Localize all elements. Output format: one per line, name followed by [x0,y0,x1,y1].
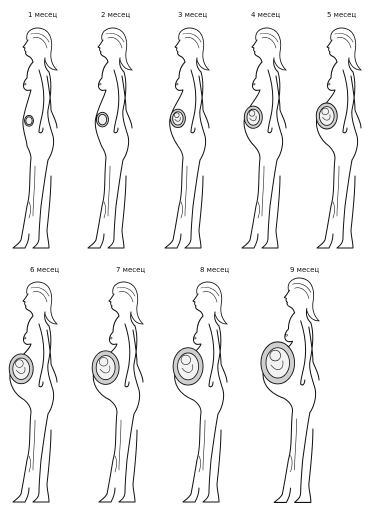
stage-label-4: 4 месец [251,12,280,19]
fetus [178,353,199,380]
figure-month-7 [91,280,161,505]
fetus [247,109,260,125]
stage-label-6: 6 месец [30,267,59,274]
fetus [98,114,106,125]
fetus [319,107,334,126]
figure-month-4 [234,26,304,251]
figure-month-9 [266,276,337,506]
figure-month-3 [157,26,227,251]
stage-label-5: 5 месец [327,12,356,19]
fetus [173,112,184,125]
fetus [13,358,30,379]
fetus [266,348,290,378]
figure-month-1 [5,26,75,251]
figure-month-5 [309,26,379,251]
stage-label-7: 7 месец [116,267,145,274]
stage-label-2: 2 месец [101,12,130,19]
stage-label-3: 3 месец [178,12,207,19]
fetus [26,117,32,125]
figure-month-8 [175,280,245,505]
figure-month-6 [5,280,75,505]
figure-month-2 [80,26,150,251]
fetus [96,356,115,380]
stage-label-8: 8 месец [200,267,229,274]
stage-label-9: 9 месец [290,267,319,274]
stage-label-1: 1 месец [28,12,57,19]
